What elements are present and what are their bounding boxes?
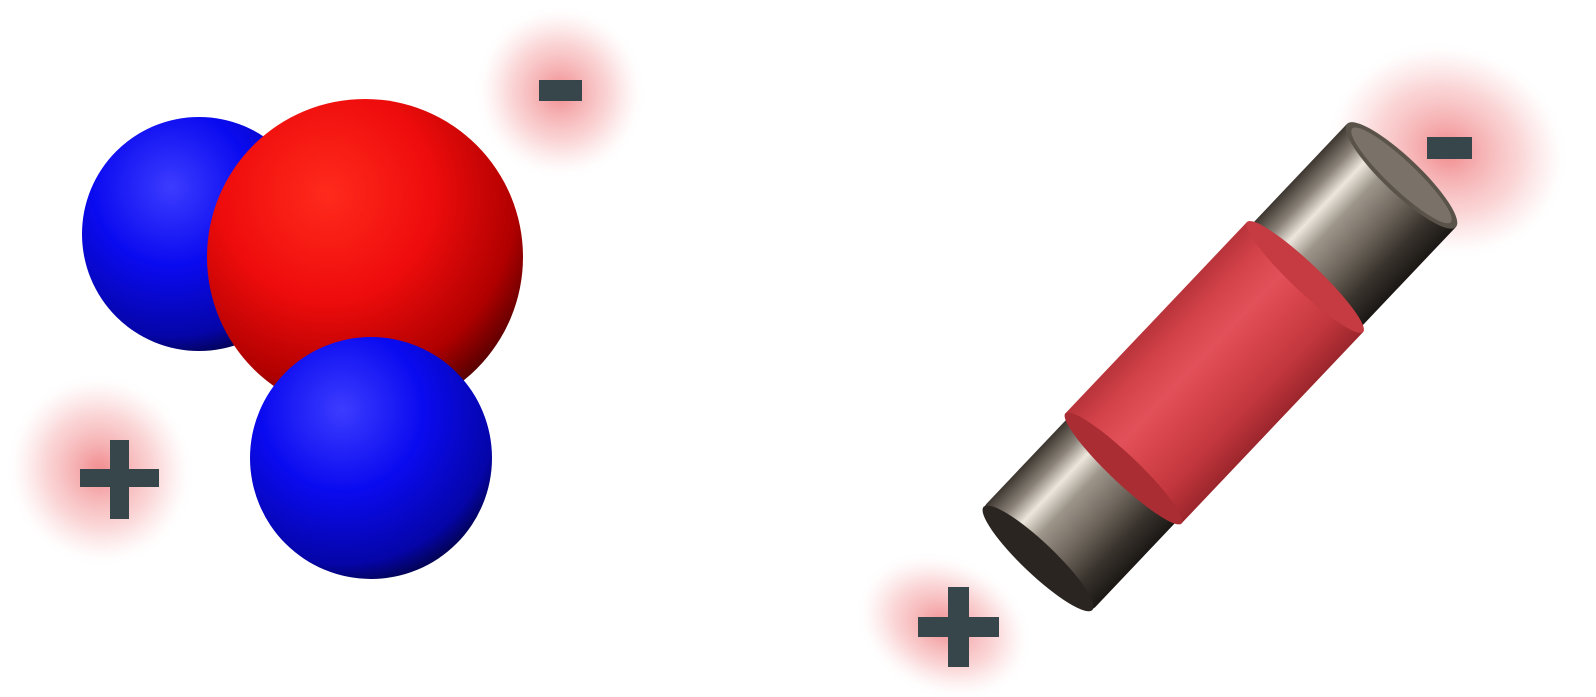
water-molecule xyxy=(0,0,663,591)
battery-cylinder xyxy=(969,107,1472,625)
minus-icon xyxy=(1427,137,1472,159)
positive-charge-cloud xyxy=(0,349,219,590)
battery-icon xyxy=(839,14,1594,697)
hydrogen-atom-bottom xyxy=(250,337,492,579)
minus-icon xyxy=(539,80,582,101)
